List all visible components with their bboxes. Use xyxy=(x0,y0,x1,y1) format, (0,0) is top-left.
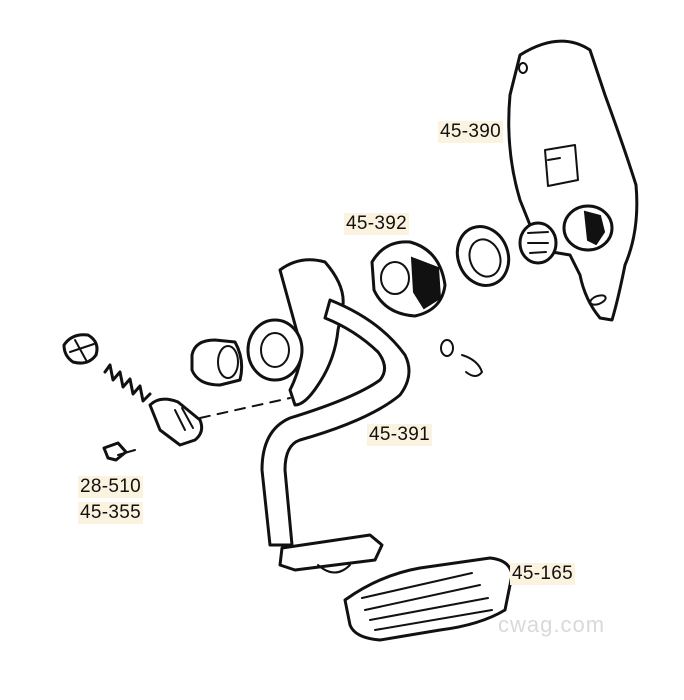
spring-assembly xyxy=(62,333,204,462)
bushing xyxy=(190,338,244,387)
assembly-line xyxy=(199,397,291,419)
label-gear: 45-392 xyxy=(344,213,409,235)
label-spring-a: 28-510 xyxy=(78,476,143,498)
gear-hub xyxy=(370,240,447,318)
foot-pad xyxy=(343,556,514,642)
label-spring-b: 45-355 xyxy=(78,502,143,524)
label-bracket: 45-390 xyxy=(438,121,503,143)
retaining-clip xyxy=(440,339,483,377)
watermark: cwag.com xyxy=(498,612,606,637)
brake-lever xyxy=(246,258,411,574)
mounting-bracket xyxy=(507,39,639,322)
bearing-ring xyxy=(455,225,511,287)
label-lever: 45-391 xyxy=(367,424,432,446)
label-pad: 45-165 xyxy=(510,563,575,585)
